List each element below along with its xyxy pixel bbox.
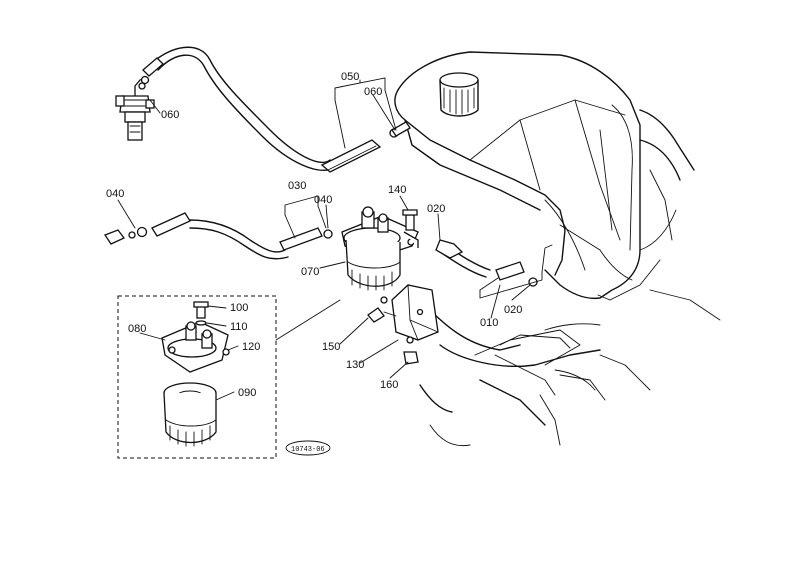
leader-lines (117, 94, 531, 401)
callout-150: 150 (322, 341, 340, 353)
fuel-hose-010 (435, 239, 538, 287)
bolt-150 (367, 307, 397, 323)
bracket-010 (479, 244, 553, 299)
callout-100: 100 (230, 302, 248, 314)
callout-040: 040 (314, 194, 332, 206)
tractor-frame (419, 289, 721, 447)
callout-010: 010 (480, 317, 498, 329)
fuel-filter-assembly (341, 206, 419, 291)
callout-160: 160 (380, 379, 398, 391)
fuel-tank (394, 51, 695, 301)
fuel-hose-030 (279, 227, 333, 251)
inset-exploded-filter (117, 295, 277, 459)
nut-160 (403, 351, 419, 365)
callout-040-left: 040 (106, 188, 124, 200)
callout-120: 120 (242, 341, 260, 353)
callout-130: 130 (346, 359, 364, 371)
callout-080: 080 (128, 323, 146, 335)
figure-reference: 10743-06 (285, 440, 331, 456)
callout-060-top: 060 (161, 109, 179, 121)
filter-bracket (380, 284, 439, 344)
figure-reference-text: 10743-06 (291, 446, 325, 454)
callout-140: 140 (388, 184, 406, 196)
bracket-050 (334, 77, 397, 149)
fuel-cap (439, 72, 479, 117)
callout-050: 050 (341, 71, 359, 83)
inset-link-line (275, 299, 341, 341)
callout-030: 030 (288, 180, 306, 192)
callout-020: 020 (504, 304, 522, 316)
callout-070: 070 (301, 266, 319, 278)
fuel-hose-top (140, 57, 164, 85)
callout-090: 090 (238, 387, 256, 399)
fuel-hose-050 (320, 121, 411, 173)
fuel-hose-left (104, 212, 191, 245)
bolt-140 (402, 209, 418, 231)
callout-110: 110 (230, 321, 248, 333)
callout-060: 060 (364, 86, 382, 98)
callout-020-top: 020 (427, 203, 445, 215)
bracket-030 (284, 195, 327, 239)
injection-nozzle (115, 77, 155, 141)
callout-labels: 060 050 060 040 030 040 140 020 070 020 … (106, 71, 522, 399)
